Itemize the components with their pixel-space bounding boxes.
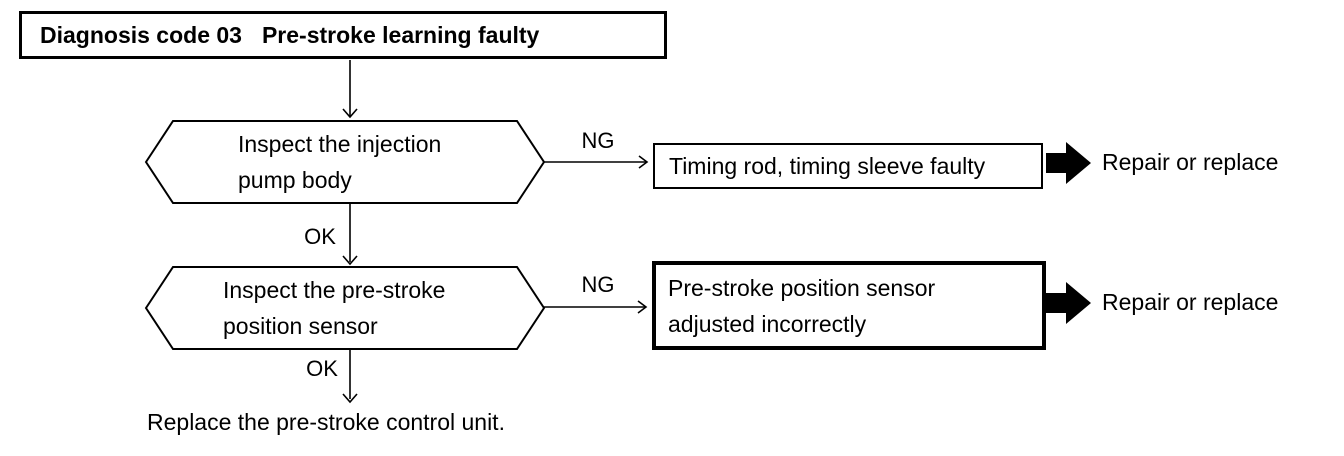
step1-ok-label: OK xyxy=(304,224,336,249)
step2-cause-line1: Pre-stroke position sensor xyxy=(668,274,936,301)
step2-cause-line2: adjusted incorrectly xyxy=(668,310,867,337)
step1-check-label: Inspect the injection pump body xyxy=(146,121,544,203)
step2-repair-action: Repair or replace xyxy=(1102,289,1279,315)
connector-step2-ng-arrow xyxy=(544,300,648,314)
connector-title-to-step1-arrow xyxy=(342,60,358,119)
step2-ok-label: OK xyxy=(306,356,338,381)
step1-check-line2: pump body xyxy=(238,167,352,193)
step1-cause-box: Timing rod, timing sleeve faulty xyxy=(653,143,1043,189)
connector-step2-to-final-arrow xyxy=(342,349,358,404)
connector-step1-ng-arrow xyxy=(544,155,649,169)
final-action-text: Replace the pre-stroke control unit. xyxy=(147,409,505,435)
step2-check-line2: position sensor xyxy=(223,313,378,339)
step2-check-line1: Inspect the pre-stroke xyxy=(223,277,446,303)
block-arrow-1-icon xyxy=(1046,142,1091,184)
connector-step1-to-step2-arrow xyxy=(342,203,358,266)
diagnosis-title-box: Diagnosis code 03 Pre-stroke learning fa… xyxy=(19,11,667,59)
step1-ng-label: NG xyxy=(581,128,615,153)
diagnosis-fault: Pre-stroke learning faulty xyxy=(261,21,540,48)
step1-repair-action: Repair or replace xyxy=(1102,149,1279,175)
step1-cause-line1: Timing rod, timing sleeve faulty xyxy=(669,152,986,179)
step2-cause-box: Pre-stroke position sensor adjusted inco… xyxy=(652,261,1046,350)
step2-check-label: Inspect the pre-stroke position sensor xyxy=(146,267,544,349)
step2-ng-label: NG xyxy=(581,272,615,297)
diagnosis-code: Diagnosis code 03 xyxy=(40,21,242,48)
step1-check-line1: Inspect the injection xyxy=(238,131,442,157)
block-arrow-2-icon xyxy=(1046,282,1091,324)
